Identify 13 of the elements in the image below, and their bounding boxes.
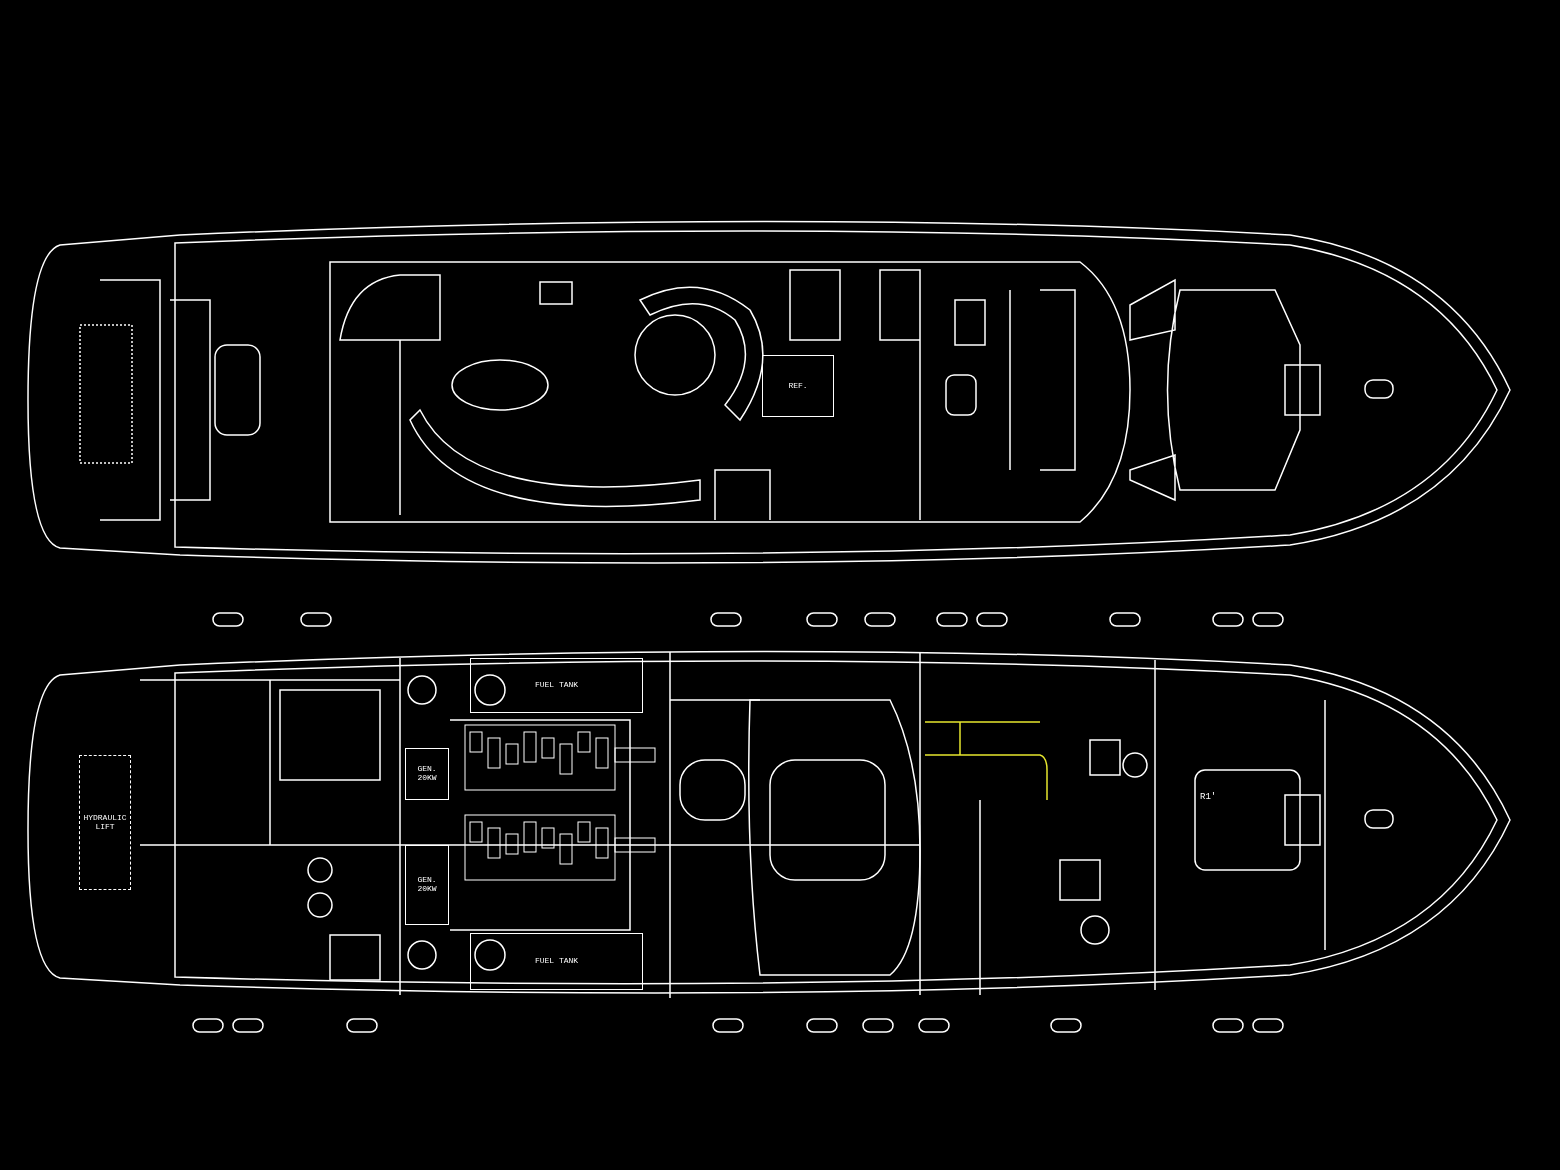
radius-label: R1' bbox=[1200, 792, 1217, 802]
room-label: REF. bbox=[788, 381, 808, 391]
generator-box bbox=[405, 845, 449, 925]
fuel-tank-box bbox=[470, 658, 643, 713]
room-label: GEN. 20KW bbox=[416, 765, 438, 783]
room-label: HYDRAULIC LIFT bbox=[82, 813, 128, 832]
room-label: FUEL TANK bbox=[534, 681, 579, 690]
generator-box bbox=[405, 748, 449, 800]
hydraulic-lift-area bbox=[79, 755, 131, 890]
room-label: FUEL TANK bbox=[534, 957, 579, 966]
fuel-tank-box bbox=[470, 933, 643, 990]
room-label: GEN. 20KW bbox=[416, 876, 438, 894]
fridge-box bbox=[762, 355, 834, 417]
